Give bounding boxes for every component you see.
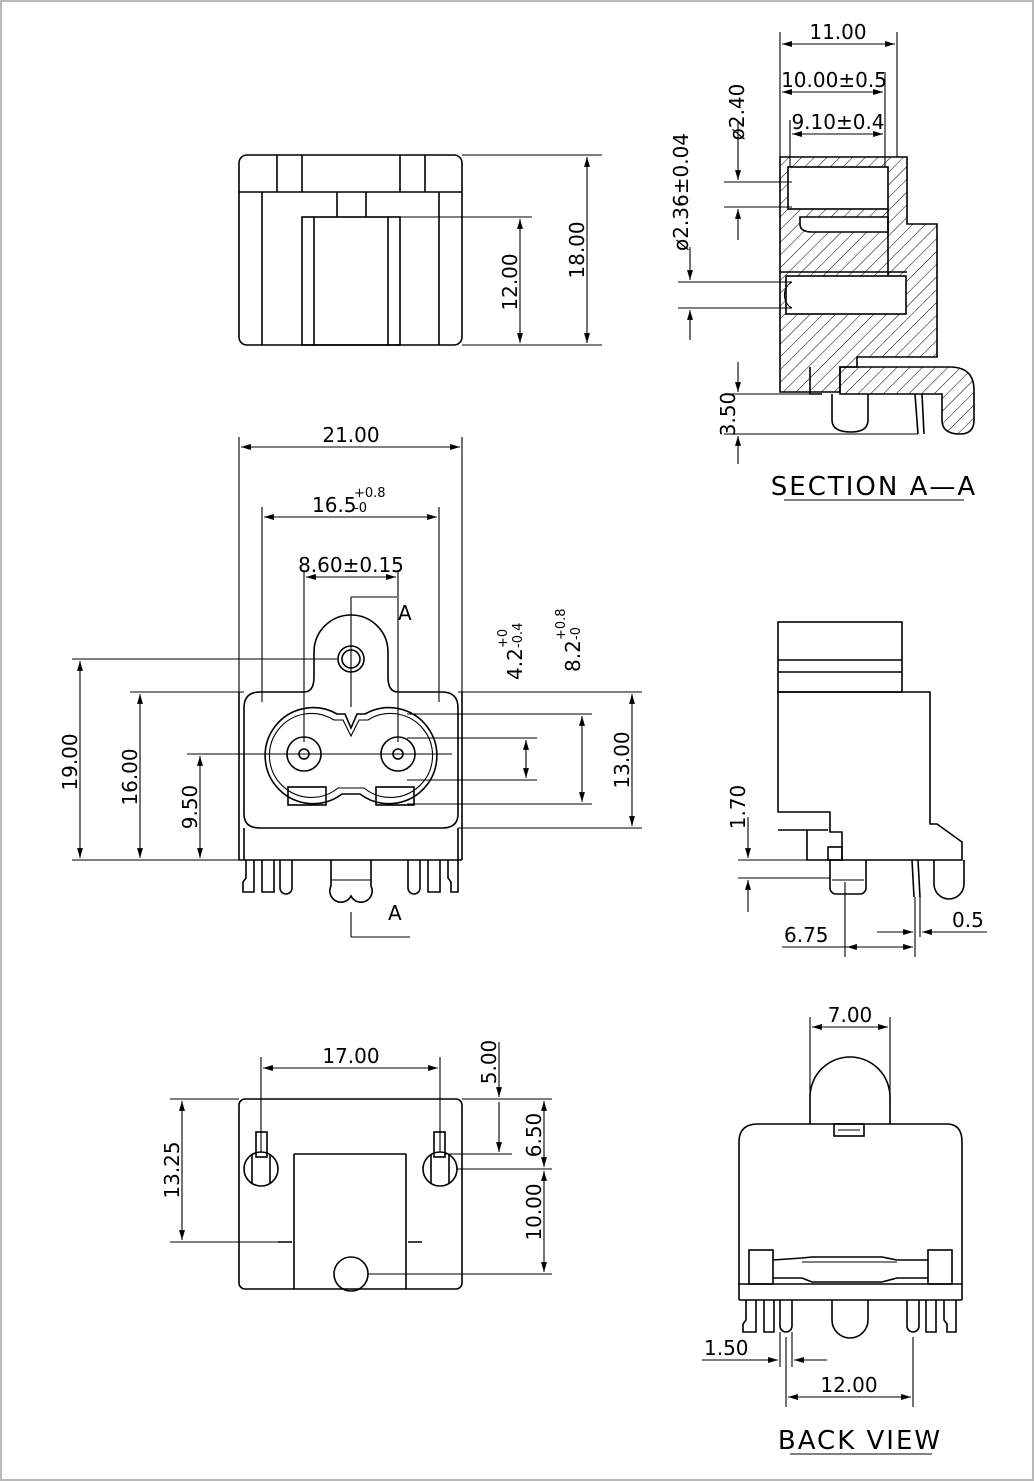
back-view-title: BACK VIEW [778,1426,942,1456]
side-view: 1.70 6.75 0.5 [726,621,987,957]
dim-dia-2-36: ø2.36±0.04 [669,133,693,251]
section-marker-top: A [398,601,412,625]
dim-18: 18.00 [565,221,589,278]
dim-8-2: 8.2 [561,640,585,672]
dim-16-5: 16.5 [312,493,357,517]
dim-10-00: 10.00 [522,1183,546,1240]
dim-8-2-plus: +0.8 [554,608,569,640]
dim-1-50: 1.50 [704,1336,749,1360]
dim-21: 21.00 [322,423,379,447]
dim-0-5: 0.5 [952,908,984,932]
dim-6-50: 6.50 [522,1113,546,1158]
dim-7-00: 7.00 [828,1003,873,1027]
dim-16-5-tol-plus: +0.8 [354,486,386,501]
front-view: A A 21.00 16.5 +0.8 -0 8.60±0.15 19.00 1… [58,423,642,938]
dim-4-2-plus: +0 [496,629,511,648]
dim-19: 19.00 [58,733,82,790]
dim-4-2: 4.2 [503,648,527,680]
section-view: 11.00 10.00±0.5 9.10±0.4 ø2.40 ø2.36±0.0… [669,20,977,502]
section-marker-bottom: A [388,901,402,925]
dim-17: 17.00 [322,1044,379,1068]
dim-8-2-minus: -0 [569,627,584,640]
dim-dia-2-40: ø2.40 [725,84,749,141]
section-title: SECTION A—A [771,472,977,502]
dim-12: 12.00 [498,253,522,310]
dim-13-25: 13.25 [160,1141,184,1198]
top-view: 18.00 12.00 [238,154,602,346]
dim-1-70: 1.70 [726,785,750,830]
bottom-view: 17.00 13.25 5.00 6.50 10.00 [160,1040,552,1292]
dim-6-75: 6.75 [784,923,829,947]
back-view: 7.00 1.50 12.00 BACK VIEW [702,1003,963,1456]
dim-11: 11.00 [809,20,866,44]
dim-9-50: 9.50 [178,785,202,830]
dim-12-00: 12.00 [820,1373,877,1397]
dim-10: 10.00±0.5 [781,68,887,92]
dim-16: 16.00 [118,748,142,805]
dim-16-5-tol-minus: -0 [354,501,367,516]
dim-5-00: 5.00 [477,1040,501,1085]
dim-8-60: 8.60±0.15 [298,553,404,577]
dim-9-10: 9.10±0.4 [791,110,884,134]
dim-13: 13.00 [610,731,634,788]
dim-3-50: 3.50 [716,392,740,437]
dim-4-2-minus: -0.4 [511,623,526,648]
